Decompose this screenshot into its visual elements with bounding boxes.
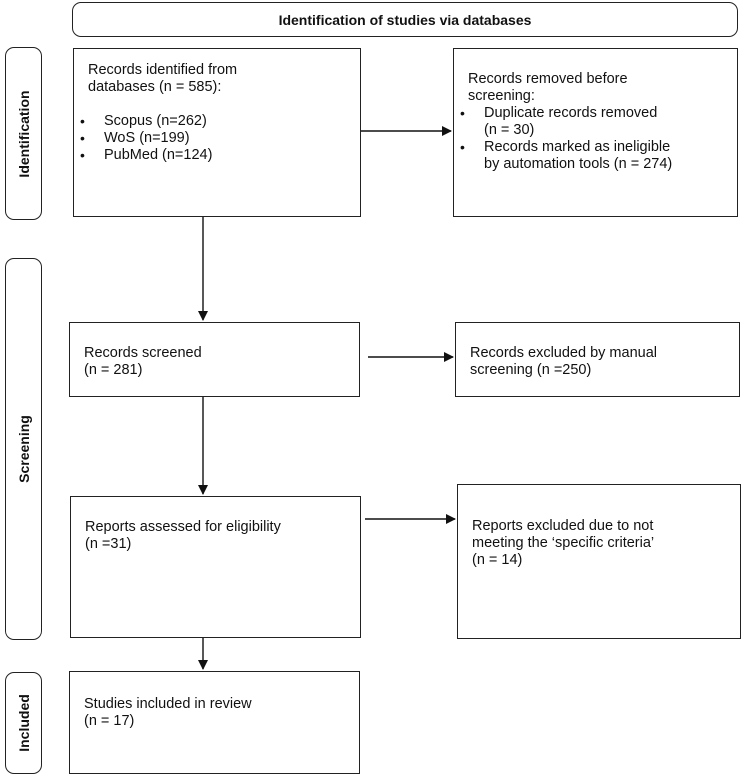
- reports-excluded-line1: Reports excluded due to not: [472, 518, 654, 534]
- removal-list: Duplicate records removed (n = 30) Recor…: [454, 105, 729, 173]
- records-identified-line2: databases (n = 585):: [88, 79, 222, 95]
- records-screened-line2: (n = 281): [84, 362, 143, 378]
- reports-excluded-box: Reports excluded due to not meeting the …: [457, 484, 741, 639]
- removal-ineligible-line2: by automation tools (n = 274): [484, 156, 673, 172]
- stage-included: Included: [5, 672, 42, 774]
- studies-included-line1: Studies included in review: [84, 696, 252, 712]
- database-list: Scopus (n=262) WoS (n=199) PubMed (n=124…: [74, 113, 360, 164]
- database-item-scopus: Scopus (n=262): [74, 113, 360, 130]
- stage-screening: Screening: [5, 258, 42, 640]
- removal-ineligible-line1: Records marked as ineligible: [484, 139, 671, 155]
- stage-identification: Identification: [5, 47, 42, 220]
- removal-item-duplicates: Duplicate records removed (n = 30): [454, 105, 729, 139]
- reports-excluded-line2: meeting the ‘specific criteria’: [472, 535, 655, 551]
- database-item-pubmed: PubMed (n=124): [74, 147, 360, 164]
- reports-excluded-line3: (n = 14): [472, 552, 523, 568]
- removal-duplicates-line2: (n = 30): [484, 122, 535, 138]
- records-screened-line1: Records screened: [84, 345, 202, 361]
- reports-assessed-box: Reports assessed for eligibility (n =31): [70, 496, 361, 638]
- removal-duplicates-line1: Duplicate records removed: [484, 105, 658, 121]
- records-excluded-line1: Records excluded by manual: [470, 345, 657, 361]
- records-removed-line1: Records removed before: [468, 71, 628, 87]
- records-identified-line1: Records identified from: [88, 62, 238, 78]
- reports-assessed-line1: Reports assessed for eligibility: [85, 519, 281, 535]
- records-removed-line2: screening:: [468, 88, 535, 104]
- removal-item-ineligible: Records marked as ineligible by automati…: [454, 139, 729, 173]
- header-title: Identification of studies via databases: [278, 11, 532, 28]
- records-screened-box: Records screened (n = 281): [69, 322, 360, 397]
- reports-assessed-line2: (n =31): [85, 536, 132, 552]
- header-identification-of-studies: Identification of studies via databases: [72, 2, 738, 37]
- records-excluded-line2: screening (n =250): [470, 362, 592, 378]
- database-item-wos: WoS (n=199): [74, 130, 360, 147]
- studies-included-line2: (n = 17): [84, 713, 135, 729]
- records-identified-box: Records identified from databases (n = 5…: [73, 48, 361, 217]
- records-removed-box: Records removed before screening: Duplic…: [453, 48, 738, 217]
- records-excluded-box: Records excluded by manual screening (n …: [455, 322, 740, 397]
- studies-included-box: Studies included in review (n = 17): [69, 671, 360, 774]
